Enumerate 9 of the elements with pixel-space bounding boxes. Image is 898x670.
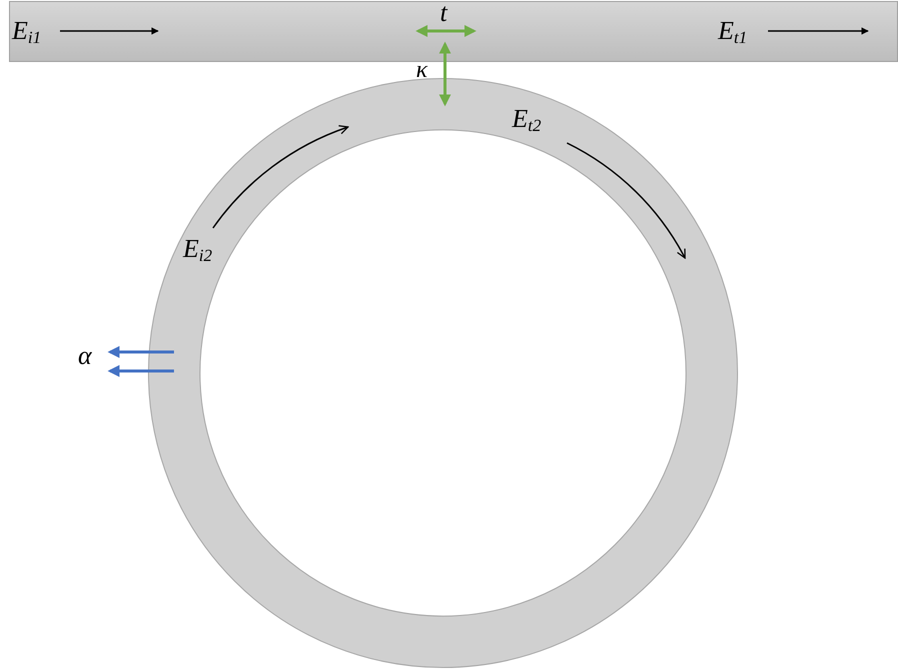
field-label: E$_{t1}$: [718, 18, 748, 44]
edge-label: κ: [416, 58, 428, 82]
field-label: E$_{t2}$: [512, 106, 542, 132]
field-label: α: [78, 343, 92, 369]
coupling-arrow: [439, 42, 451, 106]
waveguide-bar: [9, 1, 898, 62]
field-label: t: [440, 0, 448, 26]
field-label: E$_{i2}$: [183, 236, 212, 262]
field-label: E$_{i1}$: [12, 18, 42, 44]
